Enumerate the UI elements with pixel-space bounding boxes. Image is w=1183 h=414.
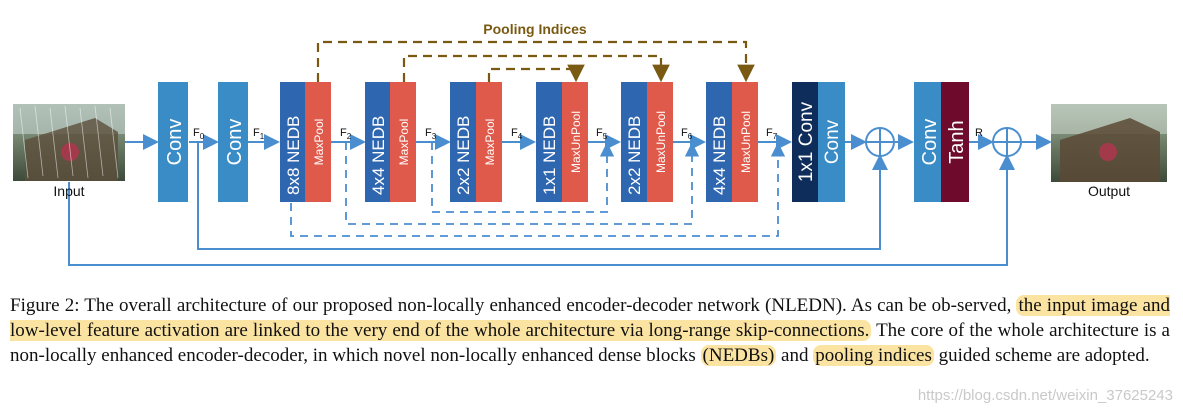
sum-node-2	[992, 127, 1022, 157]
conv-block-4-label: Conv	[919, 119, 941, 166]
conv1x1-block	[792, 82, 818, 202]
feature-label-f1: F1	[253, 127, 265, 141]
nedb-block-1	[280, 82, 305, 202]
caption-text-1: Figure 2: The overall architecture of ou…	[10, 295, 1017, 316]
input-image	[13, 104, 125, 181]
nedb-block-6-label: 4x4 NEDB	[710, 116, 729, 195]
caption-highlight-3: pooling indices	[813, 345, 934, 366]
conv-block-1	[158, 82, 188, 202]
conv-block-3	[818, 82, 845, 202]
nedb-block-1-label: 8x8 NEDB	[284, 116, 303, 195]
long-skip-connections	[68, 142, 1015, 266]
conv-block-3-label: Conv	[822, 119, 843, 164]
feature-label-f2: F2	[340, 127, 352, 141]
nedb-block-3-label: 2x2 NEDB	[454, 116, 473, 195]
maxunpool-block-3-label: MaxUnPool	[739, 111, 753, 173]
maxpool-block-2	[390, 82, 416, 202]
pooling-indices-links	[316, 40, 755, 83]
conv-block-4	[914, 82, 941, 202]
nedb-block-4	[536, 82, 562, 202]
nedb-block-6	[706, 82, 732, 202]
caption-text-4: guided scheme are adopted.	[933, 345, 1150, 366]
watermark: https://blog.csdn.net/weixin_37625243	[917, 387, 1173, 404]
figure-caption: Figure 2: The overall architecture of ou…	[10, 293, 1170, 368]
maxunpool-block-1-label: MaxUnPool	[569, 111, 583, 173]
maxunpool-block-1	[562, 82, 588, 202]
feature-label-f6: F6	[681, 127, 693, 141]
tanh-block-label: Tanh	[946, 120, 968, 163]
feature-label-f3: F3	[425, 127, 437, 141]
output-label: Output	[1088, 183, 1130, 199]
nedb-block-5	[621, 82, 647, 202]
conv-block-2	[218, 82, 248, 202]
output-image	[1051, 104, 1167, 182]
maxpool-block-1	[305, 82, 331, 202]
nedb-block-2	[365, 82, 390, 202]
feature-label-f7: F7	[766, 127, 778, 141]
feature-label-f4: F4	[511, 127, 523, 141]
maxpool-block-3	[476, 82, 502, 202]
nedb-block-2-label: 4x4 NEDB	[369, 116, 388, 195]
caption-text-3: and	[776, 345, 814, 366]
tanh-block	[941, 82, 969, 202]
maxunpool-block-3	[732, 82, 758, 202]
pooling-indices-title: Pooling Indices	[483, 21, 587, 37]
feature-label-f5: F5	[596, 127, 608, 141]
conv-block-2-label: Conv	[224, 119, 246, 166]
conv-block-1-label: Conv	[164, 119, 186, 166]
caption-highlight-2: (NEDBs)	[700, 345, 777, 366]
maxpool-block-3-label: MaxPool	[483, 119, 497, 166]
sum-node-1	[865, 127, 895, 157]
input-label: Input	[53, 183, 84, 199]
feature-label-r: R	[975, 127, 983, 139]
encoder-decoder-skip-connections	[290, 142, 786, 237]
nedb-block-4-label: 1x1 NEDB	[540, 116, 559, 195]
caption-text-2: The core of the whole architecture is a …	[10, 320, 1170, 366]
maxunpool-block-2-label: MaxUnPool	[654, 111, 668, 173]
conv1x1-block-label: 1x1 Conv	[796, 101, 817, 182]
maxpool-block-2-label: MaxPool	[397, 119, 411, 166]
architecture-diagram: Pooling Indices	[13, 21, 1167, 266]
feature-label-f0: F0	[193, 127, 205, 141]
maxpool-block-1-label: MaxPool	[312, 119, 326, 166]
nedb-block-5-label: 2x2 NEDB	[625, 116, 644, 195]
nedb-block-3	[450, 82, 476, 202]
maxunpool-block-2	[647, 82, 673, 202]
